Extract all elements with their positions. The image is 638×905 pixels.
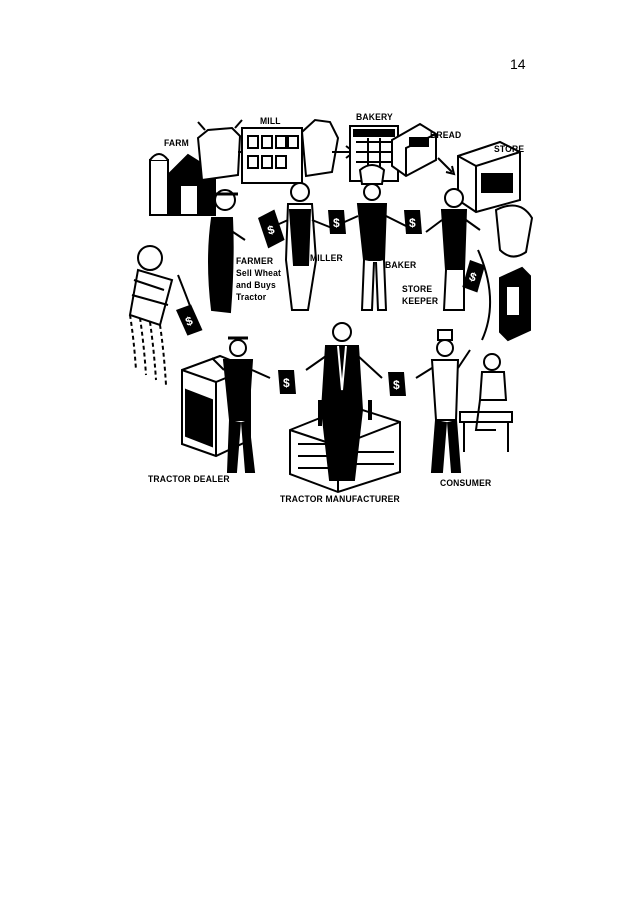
shopping-basket (494, 204, 534, 258)
illustration-drawing: $ $ $ $ $ $ $ (128, 118, 534, 494)
dollar-marker: $ (462, 260, 486, 293)
dollar-sign-3: $ (409, 216, 416, 230)
tractor (128, 245, 174, 386)
label-farmer-line2: Sell Wheat (236, 268, 282, 279)
seated-person (459, 353, 513, 452)
dollar-sign-5: $ (183, 313, 194, 329)
dollar-marker: $ (328, 210, 346, 234)
consumer-figure (415, 329, 471, 473)
label-farmer-line4: Tractor (236, 292, 267, 303)
dollar-marker: $ (258, 209, 285, 249)
dollar-sign-6: $ (283, 376, 290, 390)
label-farm: FARM (164, 138, 189, 149)
miller-figure (269, 182, 333, 311)
dollar-marker: $ (176, 304, 203, 336)
mill-building (241, 127, 303, 184)
label-miller: MILLER (310, 253, 343, 264)
dollar-marker: $ (388, 372, 406, 396)
store-building (457, 140, 521, 214)
economic-circular-flow-illustration: $ $ $ $ $ $ $ (120, 100, 540, 520)
label-bakery: BAKERY (356, 112, 393, 123)
dollar-marker: $ (404, 210, 422, 234)
arrow-store-to-consumer (477, 249, 491, 341)
flour-sack (300, 118, 340, 178)
label-storekeeper: STORE (402, 284, 433, 295)
page-number: 14 (510, 56, 526, 72)
label-bread: BREAD (430, 130, 462, 141)
label-tractor-dealer: TRACTOR DEALER (148, 474, 230, 485)
farmer-figure (208, 189, 246, 314)
label-baker: BAKER (385, 260, 417, 271)
dollar-sign-2: $ (333, 216, 340, 230)
money-exchange-markers: $ $ $ $ $ $ $ (176, 209, 486, 396)
wheat-sack (196, 119, 243, 182)
dollar-sign-4: $ (467, 269, 478, 285)
arrow-bakery-to-store (437, 157, 456, 176)
label-storekeeper-line2: KEEPER (402, 296, 439, 307)
dollar-sign-1: $ (266, 222, 276, 237)
label-consumer: CONSUMER (440, 478, 492, 489)
label-tractor-manufacturer: TRACTOR MANUFACTURER (280, 494, 400, 505)
bread-box (391, 122, 437, 178)
baker-figure (339, 164, 407, 311)
tractor-dealer-figure (211, 336, 271, 473)
storekeeper-figure (425, 188, 481, 311)
label-farmer-line3: and Buys (236, 280, 276, 291)
label-farmer: FARMER (236, 256, 274, 267)
dollar-marker: $ (278, 370, 296, 394)
label-store: STORE (494, 144, 525, 155)
dollar-sign-7: $ (393, 378, 400, 392)
label-mill: MILL (260, 116, 281, 127)
tractor-manufacturer-figure (305, 322, 383, 481)
